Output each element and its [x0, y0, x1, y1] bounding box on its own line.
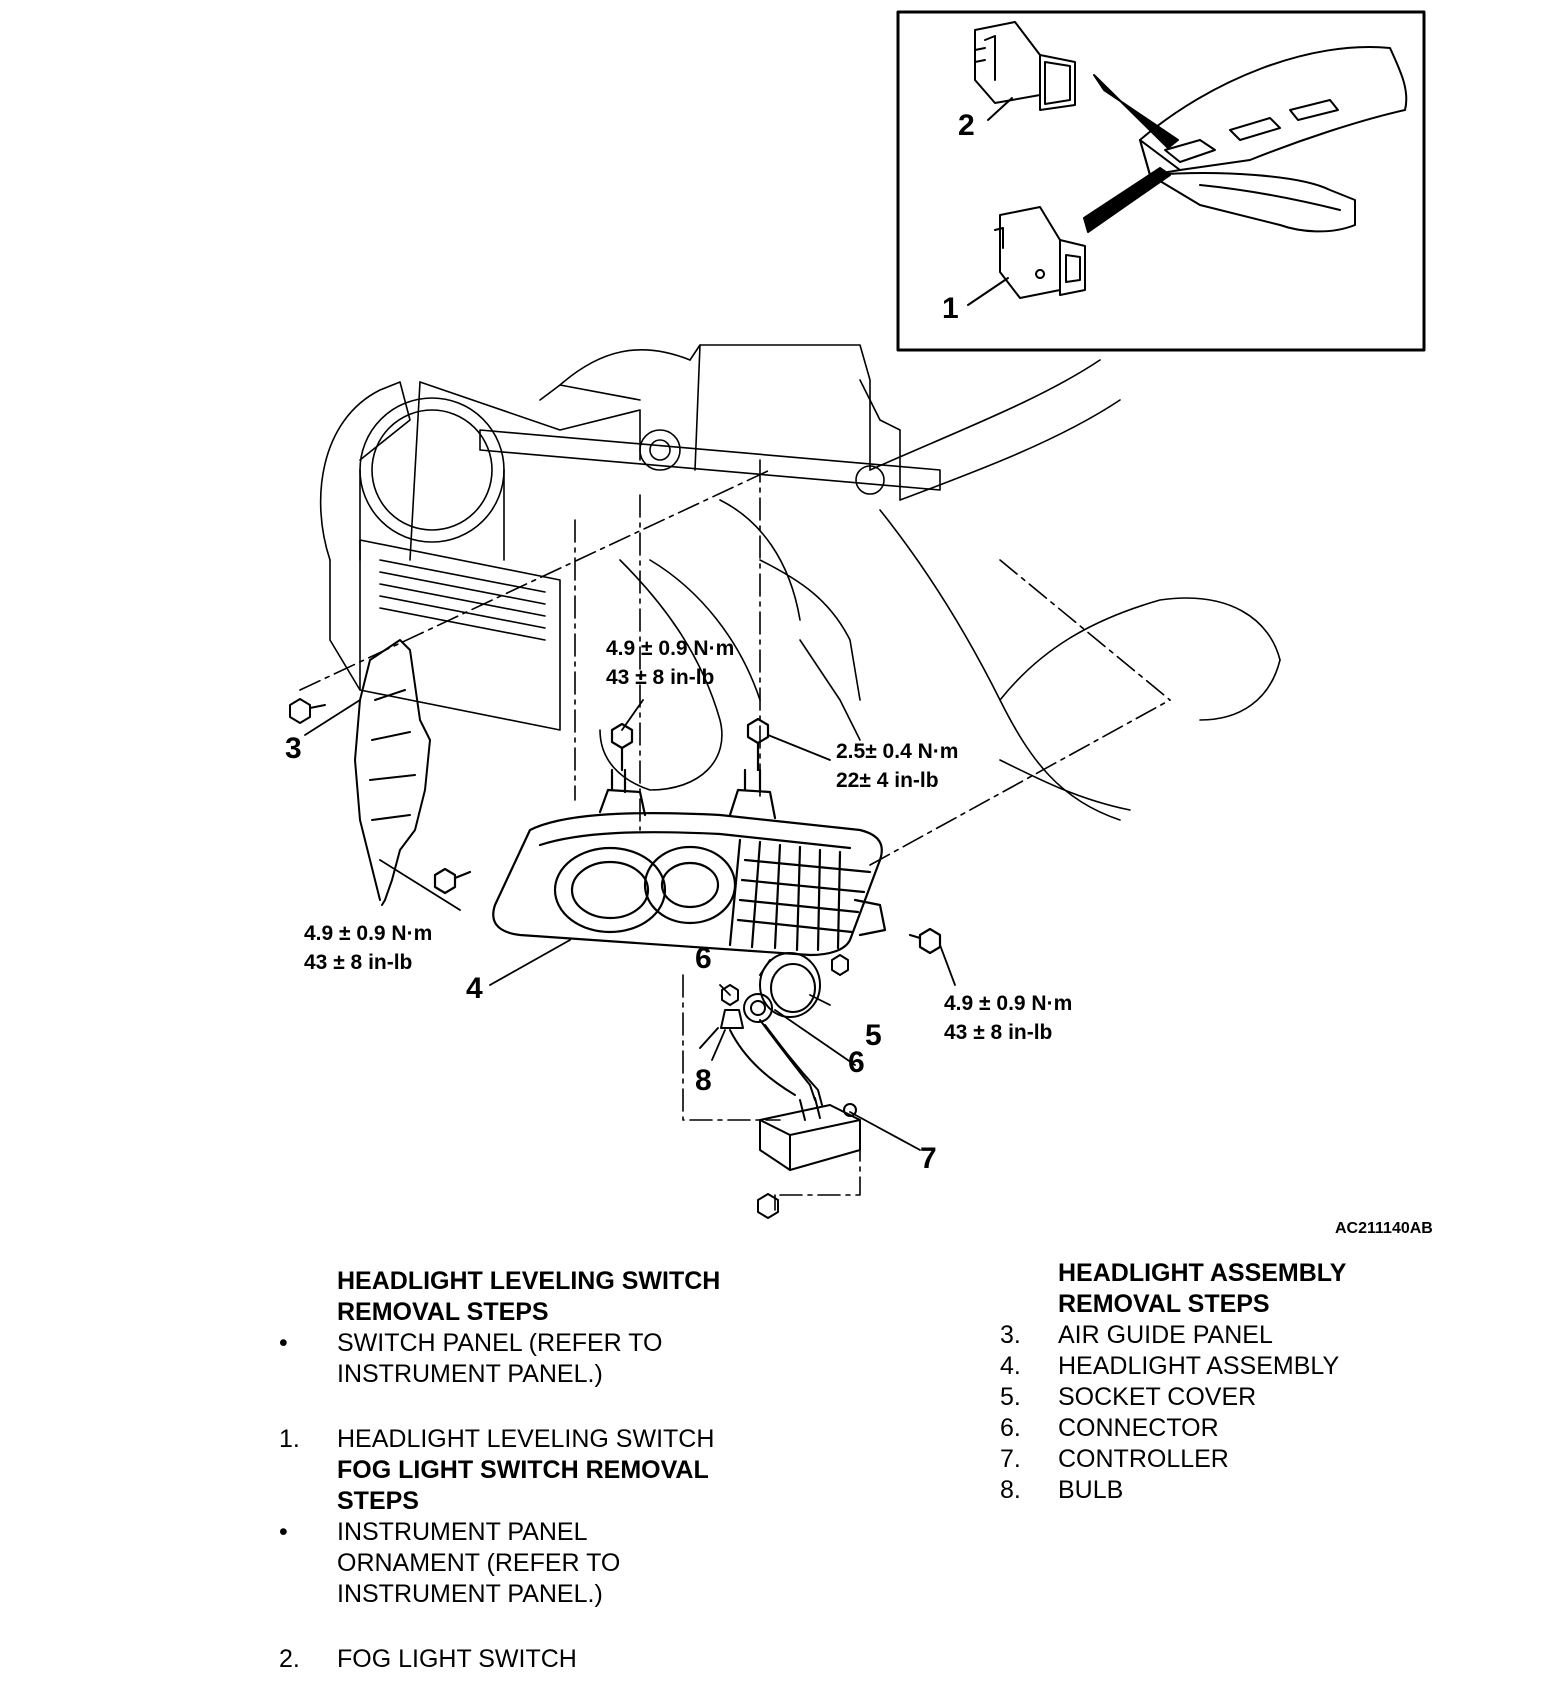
step-item: 7. CONTROLLER	[1000, 1444, 1478, 1475]
step-number: 8.	[1000, 1476, 1021, 1504]
step-heading: HEADLIGHT ASSEMBLY	[1058, 1259, 1347, 1287]
step-number: 6.	[1000, 1414, 1021, 1442]
torque-top-nm: 4.9 ± 0.9 N·m	[606, 637, 734, 660]
step-text: SOCKET COVER	[1058, 1383, 1257, 1411]
step-heading: REMOVAL STEPS	[337, 1298, 549, 1326]
step-heading: STEPS	[337, 1487, 419, 1515]
torque-lower-right-nm: 4.9 ± 0.9 N·m	[944, 992, 1072, 1015]
callout-6-connector: 6	[695, 942, 712, 975]
headlight-exploded-diagram: 2 1 3 4 5 6 6 7 8 4.9 ± 0.9 N·m 43 ± 8 i…	[285, 10, 1433, 1237]
bullet-mark: •	[279, 1329, 288, 1357]
step-number: 5.	[1000, 1383, 1021, 1411]
callout-numbers: 2 1 3 4 5 6 6 7 8	[285, 109, 975, 1175]
bullet-mark: •	[279, 1518, 288, 1546]
callout-5: 5	[865, 1019, 882, 1052]
step-text: CONNECTOR	[1058, 1414, 1219, 1442]
headlight-leveling-switch-drawing	[994, 206, 1086, 299]
step-item: 2. FOG LIGHT SWITCH	[279, 1644, 777, 1675]
step-text: ORNAMENT (REFER TO	[337, 1549, 621, 1577]
step-number: 1.	[279, 1425, 300, 1453]
torque-left-nm: 4.9 ± 0.9 N·m	[304, 922, 432, 945]
step-item: 1. HEADLIGHT LEVELING SWITCH	[279, 1424, 777, 1455]
step-number: 7.	[1000, 1445, 1021, 1473]
callout-7: 7	[920, 1142, 937, 1175]
step-heading: FOG LIGHT SWITCH REMOVAL	[337, 1456, 709, 1484]
step-text: AIR GUIDE PANEL	[1058, 1321, 1273, 1349]
step-text: INSTRUMENT PANEL.)	[337, 1360, 603, 1388]
step-heading: HEADLIGHT LEVELING SWITCH	[337, 1267, 721, 1295]
callout-8: 8	[695, 1064, 712, 1097]
torque-specs: 4.9 ± 0.9 N·m 43 ± 8 in-lb 2.5± 0.4 N·m …	[304, 637, 1072, 1044]
step-heading: REMOVAL STEPS	[1058, 1290, 1270, 1318]
step-text: FOG LIGHT SWITCH	[337, 1645, 577, 1673]
step-text: SWITCH PANEL (REFER TO	[337, 1329, 663, 1357]
callout-4: 4	[466, 972, 483, 1005]
headlight-assembly-drawing	[433, 717, 942, 957]
step-text: CONTROLLER	[1058, 1445, 1229, 1473]
inset-switch-detail	[896, 10, 1426, 352]
torque-upper-right-nm: 2.5± 0.4 N·m	[836, 740, 958, 763]
step-item: • INSTRUMENT PANEL	[279, 1517, 777, 1548]
figure-code: AC211140AB	[1335, 1220, 1433, 1237]
callout-6-ring: 6	[848, 1046, 865, 1079]
fog-light-switch-drawing	[974, 21, 1076, 111]
callout-2: 2	[958, 109, 975, 142]
step-item: 8. BULB	[1000, 1475, 1478, 1506]
step-number: 4.	[1000, 1352, 1021, 1380]
step-text: HEADLIGHT ASSEMBLY	[1058, 1352, 1340, 1380]
step-text: HEADLIGHT LEVELING SWITCH	[337, 1425, 715, 1453]
callout-leaders	[304, 699, 956, 1151]
callout-1: 1	[942, 292, 959, 325]
step-number: 3.	[1000, 1321, 1021, 1349]
step-item: • SWITCH PANEL (REFER TO	[279, 1328, 777, 1359]
step-item: 5. SOCKET COVER	[1000, 1382, 1478, 1413]
step-item: 6. CONNECTOR	[1000, 1413, 1478, 1444]
headlight-leveling-switch-steps: HEADLIGHT LEVELING SWITCH REMOVAL STEPS …	[279, 1266, 777, 1675]
step-item: 4. HEADLIGHT ASSEMBLY	[1000, 1351, 1478, 1382]
engine-bay-background	[319, 344, 1281, 821]
torque-left-inlb: 43 ± 8 in-lb	[304, 951, 412, 974]
air-guide-panel-drawing	[289, 639, 431, 906]
callout-3: 3	[285, 732, 302, 765]
step-number: 2.	[279, 1645, 300, 1673]
step-text: BULB	[1058, 1476, 1124, 1504]
torque-lower-right-inlb: 43 ± 8 in-lb	[944, 1021, 1052, 1044]
step-text: INSTRUMENT PANEL.)	[337, 1580, 603, 1608]
torque-upper-right-inlb: 22± 4 in-lb	[836, 769, 939, 792]
step-text: INSTRUMENT PANEL	[337, 1518, 588, 1546]
torque-top-inlb: 43 ± 8 in-lb	[606, 666, 714, 689]
socket-parts-drawing	[699, 952, 861, 1219]
headlight-assembly-steps: HEADLIGHT ASSEMBLY REMOVAL STEPS 3. AIR …	[1000, 1258, 1478, 1506]
step-item: 3. AIR GUIDE PANEL	[1000, 1320, 1478, 1351]
